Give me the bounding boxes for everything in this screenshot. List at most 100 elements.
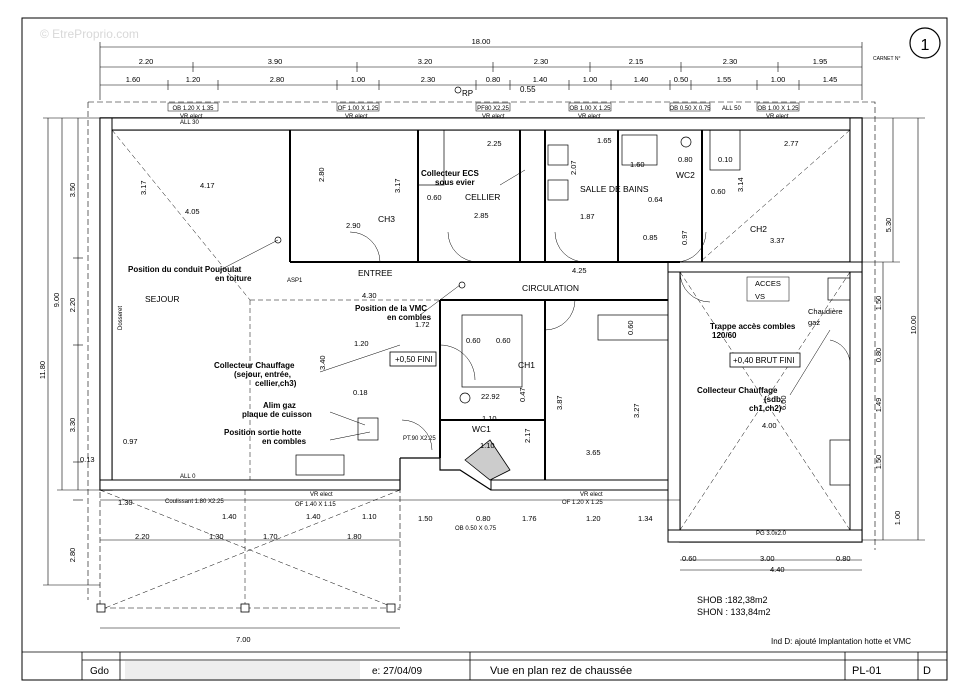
dim-label: 2.07 [569,160,578,175]
dim-label: 3.50 [68,183,77,198]
dim-label: 1.20 [586,514,601,523]
dim-label: 3.37 [770,236,785,245]
dim-label: 1.10 [482,414,497,423]
dim-label: 0.64 [648,195,663,204]
dim-label: 1.40 [306,512,321,521]
interior-dims: 4.17 4.05 3.17 2.80 3.17 2.90 2.25 2.85 … [123,136,799,457]
note-ecs: Collecteur ECS [421,169,479,178]
brut-box [729,352,801,368]
dim-label: 1.45 [823,75,838,84]
dim-label: 3.40 [318,355,327,370]
shon-text: SHON : 133,84m2 [697,607,771,617]
note-ecs-2: sous evier [435,178,475,187]
note-vmc-2: en combles [387,313,432,322]
top-right-note: CARNET N° [873,56,900,62]
dim-label: 1.70 [263,532,278,541]
note-asp: ASP1 [287,278,303,284]
note-hotte: Position sortie hotte [224,428,302,437]
vr-elect-label: VR elect [345,114,368,120]
room-cellier: CELLIER [465,192,500,202]
left-dims: 11.80 9.00 3.50 2.20 3.30 0.13 2.80 [38,183,95,563]
note-chauffage-1c: cellier,ch3) [255,379,297,388]
dim-label: 3.17 [393,178,402,193]
interior-walls [289,130,703,480]
dim-label: 2.77 [784,139,799,148]
all-label: ALL 30 [180,120,199,126]
rp-label: RP [462,89,473,98]
dim-label: 0.60 [466,336,481,345]
revision-note: Ind D: ajouté Implantation hotte et VMC [771,637,911,646]
dim-label: 1.65 [597,136,612,145]
title-date: e: 27/04/09 [372,666,422,677]
stair-detail [464,439,511,481]
bottom-window-tag: OF 1.20 X 1.25 [562,500,603,506]
dim-label: 2.15 [629,57,644,66]
dim-label: 0.80 [476,514,491,523]
note-chauffage-2: Collecteur Chauffage [697,386,778,395]
dim-label: 2.80 [270,75,285,84]
dim-label: 3.30 [68,418,77,433]
title-text: Vue en plan rez de chaussée [490,665,632,677]
dim-label: 1.00 [893,511,902,526]
all-label: ALL 0 [180,474,196,480]
dim-label: 4.00 [762,421,777,430]
dim-label: 0.18 [353,388,368,397]
dim-label: 1.20 [354,339,369,348]
bottom-window-tag: Coulissant 1.80 X2.25 [165,499,224,505]
dim-label: 0.60 [682,554,697,563]
dim-label: 2.20 [139,57,154,66]
dim-label: 2.80 [68,548,77,563]
window-tag-ch3: OF 1.00 X 1.25 [338,106,379,112]
dim-label: 1.10 [362,512,377,521]
dim-label: 4.40 [770,565,785,574]
sheet-number-circle [909,27,941,59]
room-circulation: CIRCULATION [522,283,579,293]
annotation-notes: Position du conduit Poujoulat en toiture… [128,169,796,446]
dim-label: 2.85 [474,211,489,220]
note-chauffage-1: Collecteur Chauffage [214,361,295,370]
dim-label: 4.05 [185,207,200,216]
title-drawn-by: Gdo [90,666,109,677]
window-tag-sdb: OB 1.00 X 1.25 [569,106,611,112]
note-gaz-2: plaque de cuisson [242,410,312,419]
dim-label: 1.87 [580,212,595,221]
dim-label: 4.25 [572,266,587,275]
room-entree: ENTREE [358,268,393,278]
dim-label: 1.50 [874,455,883,470]
gaz-label: gaz [808,318,820,327]
dim-label: 3.27 [632,403,641,418]
note-fini: +0,50 FINI [395,355,433,364]
top-window-tags: OB 1.20 X 1.35 OF 1.00 X 1.25 PF80 X2.25… [167,85,800,112]
dim-label: 1.00 [351,75,366,84]
title-plan-ref: PL-01 [852,665,881,677]
dim-label: 1.40 [533,75,548,84]
dim-label: 1.10 [480,441,495,450]
room-labels: SEJOUR CH3 CELLIER SALLE DE BAINS WC2 CH… [145,170,843,434]
dim-label: 2.30 [723,57,738,66]
dim-label: 7.00 [236,635,251,644]
dim-label: 0.97 [123,437,138,446]
overall-width-dim: 18.00 [472,37,491,46]
dim-label: 2.80 [317,167,326,182]
dim-label: 10.00 [909,316,918,335]
note-trappe: Trappe accès combles [710,322,796,331]
dim-label: 9.00 [52,293,61,308]
room-acces: ACCES [755,279,781,288]
dim-label: 4.17 [200,181,215,190]
dim-label: 1.80 [347,532,362,541]
window-tag-ch2: OB 1.00 X 1.25 [757,106,799,112]
dim-label: 1.00 [771,75,786,84]
dim-label: 0.10 [718,155,733,164]
dim-label: 1.60 [126,75,141,84]
note-chauffage-2b: (sdb, [764,395,783,404]
note-conduit-2: en toiture [215,274,252,283]
pg-door-tag: PG 3.0x2.0 [756,531,787,537]
bottom-window-tags: Coulissant 1.80 X2.25 OF 1.40 X 1.15 OB … [165,436,787,537]
dim-label: 0.80 [486,75,501,84]
dim-label: 2.20 [135,532,150,541]
vr-elect-label: VR elect [180,114,203,120]
garage-dims: 0.60 3.00 0.80 4.40 [682,554,851,574]
acces-vs-box [746,276,790,302]
room-ch2: CH2 [750,224,767,234]
